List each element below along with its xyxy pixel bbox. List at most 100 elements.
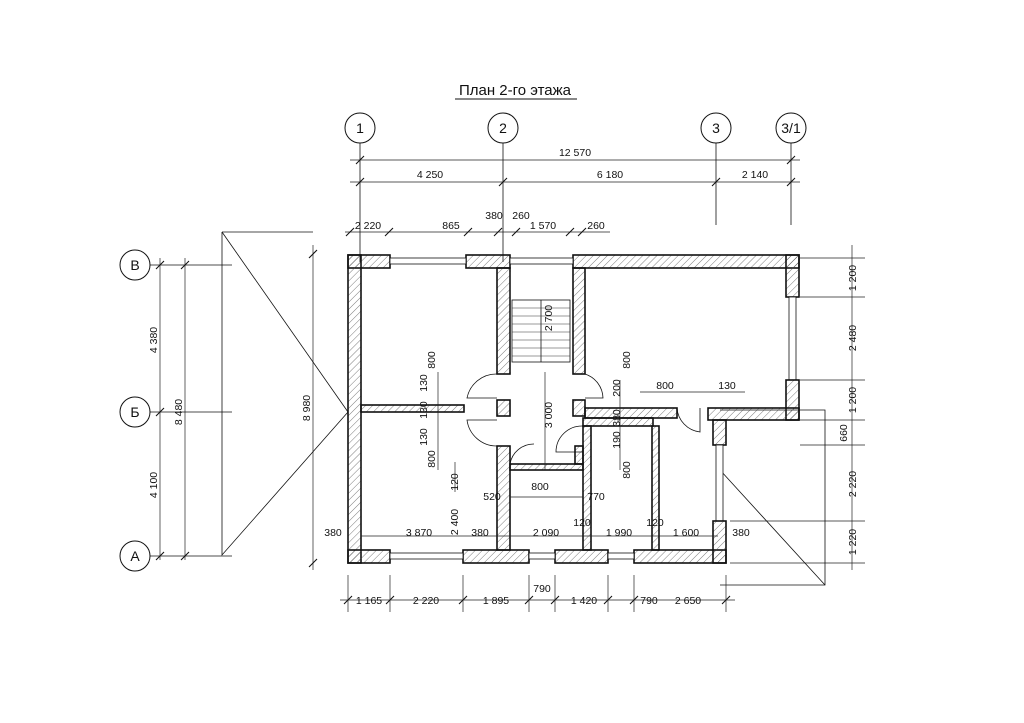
dim-right-1220: 1 220	[847, 529, 859, 555]
wall-top-right	[572, 254, 800, 269]
dim-380b: 380	[324, 527, 342, 539]
dim-left-4100: 4 100	[148, 472, 160, 498]
axis-bubble-a	[119, 540, 151, 572]
dim-left-8480: 8 480	[173, 399, 185, 425]
dim-bottom-790a: 790	[533, 583, 551, 595]
dim-130c: 130	[418, 428, 430, 446]
dim-bottom-2220: 2 220	[413, 595, 439, 607]
wall-step-down	[712, 419, 727, 446]
window-bottom-2	[528, 552, 556, 560]
wall-right-bottom	[712, 520, 727, 564]
top-dimensions: 12 570 4 250 6 180 2 140 2 220 865 380 2…	[345, 147, 800, 237]
door-swings	[466, 373, 701, 465]
left-dimensions: 4 380 4 100 8 480 8 980	[148, 245, 318, 570]
window-bottom-3	[607, 552, 635, 560]
dim-top-380: 380	[485, 210, 503, 222]
wall-top-mid	[465, 254, 511, 269]
dim-1990: 1 990	[606, 527, 632, 539]
window-top-2	[509, 257, 574, 265]
dim-right-660: 660	[838, 424, 850, 442]
bottom-dimensions: 1 165 2 220 1 895 790 1 420 790 2 650	[340, 575, 735, 612]
right-dimensions: 1 200 2 480 1 200 660 2 220 1 220	[730, 245, 865, 570]
dim-bottom-1895: 1 895	[483, 595, 509, 607]
wall-right-upper	[785, 254, 800, 298]
dim-3870: 3 870	[406, 527, 432, 539]
axis-bubble-1	[344, 112, 376, 144]
dim-span-1-2: 4 250	[417, 169, 443, 181]
dim-top-865: 865	[442, 220, 460, 232]
dim-800b: 800	[426, 450, 438, 468]
wall-step	[707, 407, 800, 421]
dim-1600: 1 600	[673, 527, 699, 539]
wall-hall-top	[584, 407, 678, 419]
dim-380d: 380	[732, 527, 750, 539]
dim-2400: 2 400	[449, 509, 461, 535]
axis-bubble-3	[700, 112, 732, 144]
dim-bottom-1165: 1 165	[356, 595, 382, 607]
axis-bubble-3-1	[775, 112, 807, 144]
roof-outline-right	[720, 409, 826, 586]
wall-lower-left	[496, 445, 511, 551]
axis-label-3: 3	[712, 120, 720, 136]
wall-bath-right	[651, 425, 660, 551]
dim-bottom-2650: 2 650	[675, 595, 701, 607]
wall-center-stub-right	[572, 399, 586, 417]
dim-800a: 800	[426, 351, 438, 369]
axis-bubble-b	[119, 396, 151, 428]
axis-label-a: А	[130, 548, 140, 564]
dim-770: 770	[587, 491, 605, 503]
dim-130a: 130	[418, 374, 430, 392]
plan-title: План 2-го этажа	[459, 82, 572, 99]
dim-3000: 3 000	[543, 402, 555, 428]
axis-label-1: 1	[356, 120, 364, 136]
dim-left-4380: 4 380	[148, 327, 160, 353]
axis-label-2: 2	[499, 120, 507, 136]
dim-520: 520	[483, 491, 501, 503]
window-top-1	[389, 257, 467, 265]
dim-130d: 130	[718, 380, 736, 392]
dim-120a: 120	[449, 473, 461, 491]
dim-top-1570: 1 570	[530, 220, 556, 232]
dim-800c: 800	[621, 351, 633, 369]
window-right	[788, 296, 797, 381]
dim-left-8980: 8 980	[301, 395, 313, 421]
dim-right-1200a: 1 200	[847, 265, 859, 291]
dim-800f: 800	[531, 481, 549, 493]
dim-380c: 380	[471, 527, 489, 539]
axis-label-v: В	[130, 257, 139, 273]
dim-span-2-3: 6 180	[597, 169, 623, 181]
wall-wc-stub	[574, 445, 584, 465]
staircase	[511, 299, 571, 363]
wall-left	[347, 254, 362, 564]
dim-800e: 800	[656, 380, 674, 392]
window-right-lower	[715, 444, 724, 522]
roof-outline-left	[221, 232, 349, 557]
axis-label-b: Б	[130, 404, 139, 420]
wall-room-divider	[360, 404, 465, 413]
dim-span-3-3-1: 2 140	[742, 169, 768, 181]
dim-120b: 120	[573, 517, 591, 529]
dim-right-2220: 2 220	[847, 471, 859, 497]
dim-2090: 2 090	[533, 527, 559, 539]
dim-200: 200	[611, 379, 623, 397]
dim-120c: 120	[646, 517, 664, 529]
wall-bottom-3	[554, 549, 609, 564]
dim-bottom-1420: 1 420	[571, 595, 597, 607]
interior-dim-lines	[361, 272, 745, 537]
dim-2700: 2 700	[543, 305, 555, 331]
axis-label-3-1: 3/1	[781, 120, 801, 136]
dim-right-2480: 2 480	[847, 325, 859, 351]
wall-bottom-1	[347, 549, 391, 564]
dim-380a: 380	[611, 409, 623, 427]
axis-bubble-2	[487, 112, 519, 144]
wall-bath-top	[582, 417, 654, 427]
wall-stair-right	[572, 267, 586, 375]
dim-bottom-790b: 790	[640, 595, 658, 607]
interior-dimensions: 2 700 3 000 800 130 130 130 800 120 200 …	[324, 305, 750, 539]
dim-top-260a: 260	[512, 210, 530, 222]
dim-130b: 130	[418, 401, 430, 419]
wall-bath-left	[582, 425, 592, 551]
axis-bubble-v	[119, 249, 151, 281]
dim-top-260b: 260	[587, 220, 605, 232]
